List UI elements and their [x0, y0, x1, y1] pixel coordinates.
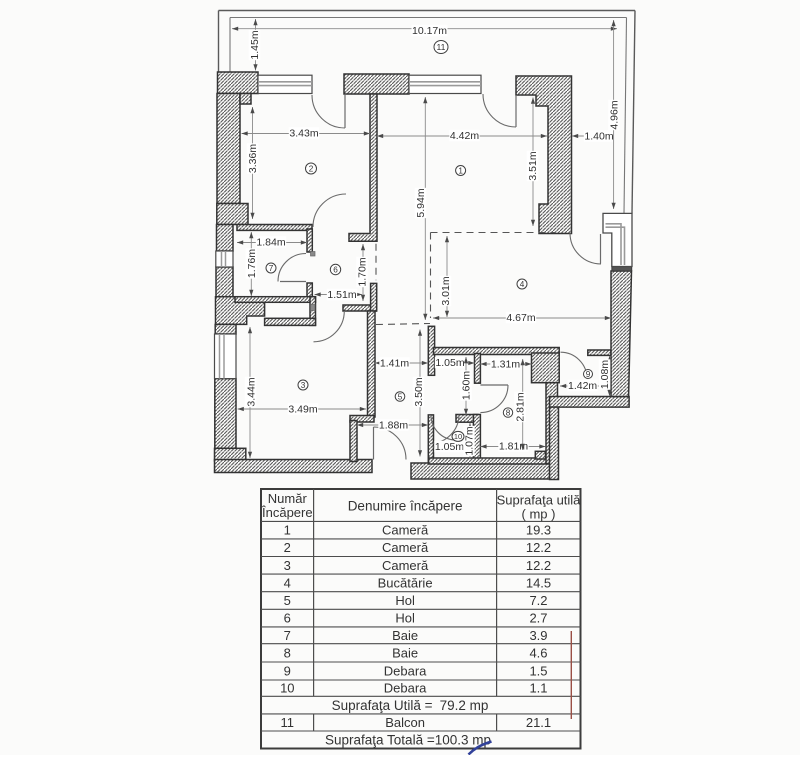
svg-text:Baie: Baie	[392, 645, 418, 660]
svg-text:6: 6	[333, 266, 338, 275]
svg-text:3.51m: 3.51m	[527, 151, 539, 180]
svg-text:1.07m: 1.07m	[464, 426, 476, 455]
svg-text:Denumire încăpere: Denumire încăpere	[348, 499, 463, 514]
svg-text:12.2: 12.2	[526, 540, 551, 555]
svg-text:Cameră: Cameră	[382, 523, 429, 538]
svg-text:19.3: 19.3	[526, 523, 551, 538]
svg-text:1.08m: 1.08m	[599, 360, 611, 389]
svg-text:Cameră: Cameră	[382, 540, 429, 555]
svg-text:4: 4	[284, 576, 291, 591]
svg-text:4: 4	[520, 280, 525, 289]
svg-text:1.84m: 1.84m	[256, 237, 285, 249]
svg-text:3.43m: 3.43m	[289, 128, 318, 140]
svg-text:Hol: Hol	[395, 593, 415, 608]
svg-text:2.7: 2.7	[529, 611, 547, 626]
svg-text:1.1: 1.1	[529, 681, 547, 696]
svg-text:1.51m: 1.51m	[327, 289, 356, 301]
svg-text:5.94m: 5.94m	[415, 188, 427, 217]
svg-text:Hol: Hol	[395, 611, 415, 626]
svg-text:1.05m: 1.05m	[435, 357, 464, 369]
svg-text:8: 8	[284, 645, 291, 660]
svg-text:1.70m: 1.70m	[357, 257, 369, 286]
svg-text:3: 3	[284, 558, 291, 573]
svg-text:1: 1	[284, 523, 291, 538]
svg-text:4.6: 4.6	[529, 645, 547, 660]
svg-text:Suprafaţa utilă: Suprafaţa utilă	[497, 493, 582, 508]
svg-text:Debara: Debara	[384, 664, 427, 679]
svg-text:1.31m: 1.31m	[491, 359, 520, 371]
svg-text:1.05m: 1.05m	[435, 441, 464, 453]
svg-text:3.50m: 3.50m	[413, 377, 425, 406]
svg-text:3.01m: 3.01m	[440, 276, 452, 305]
svg-text:11: 11	[437, 42, 446, 52]
svg-text:1.42m: 1.42m	[568, 380, 597, 392]
svg-text:( mp ): ( mp )	[522, 507, 556, 522]
svg-text:9: 9	[586, 370, 591, 379]
svg-text:2.81m: 2.81m	[515, 392, 527, 421]
svg-text:10: 10	[454, 432, 462, 441]
svg-text:10: 10	[280, 681, 294, 696]
svg-text:1.40m: 1.40m	[584, 131, 613, 143]
svg-text:5: 5	[284, 593, 291, 608]
svg-text:3: 3	[301, 381, 306, 390]
svg-text:11: 11	[281, 715, 295, 730]
svg-text:8: 8	[506, 409, 511, 418]
svg-text:7: 7	[269, 264, 274, 273]
svg-text:Bucătărie: Bucătărie	[378, 576, 433, 591]
svg-text:7: 7	[284, 628, 291, 643]
svg-text:1.45m: 1.45m	[249, 30, 261, 59]
svg-text:4.42m: 4.42m	[450, 130, 479, 142]
svg-text:2: 2	[309, 165, 314, 174]
svg-text:14.5: 14.5	[526, 576, 551, 591]
svg-text:4.67m: 4.67m	[506, 312, 535, 324]
svg-text:21.1: 21.1	[526, 715, 551, 730]
svg-text:3.9: 3.9	[529, 628, 547, 643]
svg-text:1: 1	[458, 167, 463, 176]
svg-text:12.2: 12.2	[526, 558, 551, 573]
svg-text:1.76m: 1.76m	[246, 249, 258, 278]
svg-text:3.36m: 3.36m	[247, 144, 259, 173]
svg-text:1.5: 1.5	[529, 664, 547, 679]
svg-text:4.96m: 4.96m	[609, 100, 621, 129]
svg-text:Număr: Număr	[268, 491, 308, 506]
svg-text:6: 6	[284, 611, 291, 626]
svg-text:1.88m: 1.88m	[379, 420, 408, 432]
svg-text:Debara: Debara	[384, 681, 427, 696]
svg-text:Suprafaţa Totală =100.3 mp: Suprafaţa Totală =100.3 mp	[325, 733, 491, 748]
svg-text:10.17m: 10.17m	[412, 25, 447, 37]
svg-text:3.44m: 3.44m	[245, 377, 257, 406]
svg-text:1.60m: 1.60m	[461, 371, 473, 400]
svg-text:3.49m: 3.49m	[288, 404, 317, 416]
svg-text:7.2: 7.2	[529, 593, 547, 608]
svg-text:Baie: Baie	[392, 628, 418, 643]
svg-text:9: 9	[284, 664, 291, 679]
svg-text:Balcon: Balcon	[385, 715, 425, 730]
svg-text:1.81m: 1.81m	[499, 441, 528, 453]
svg-text:Cameră: Cameră	[382, 558, 429, 573]
svg-text:2: 2	[284, 540, 291, 555]
svg-text:5: 5	[398, 393, 403, 402]
svg-text:Încăpere: Încăpere	[261, 505, 313, 520]
svg-text:Suprafaţa Utilă = 79.2 mp: Suprafaţa Utilă = 79.2 mp	[332, 698, 489, 713]
svg-text:1.41m: 1.41m	[380, 358, 409, 370]
